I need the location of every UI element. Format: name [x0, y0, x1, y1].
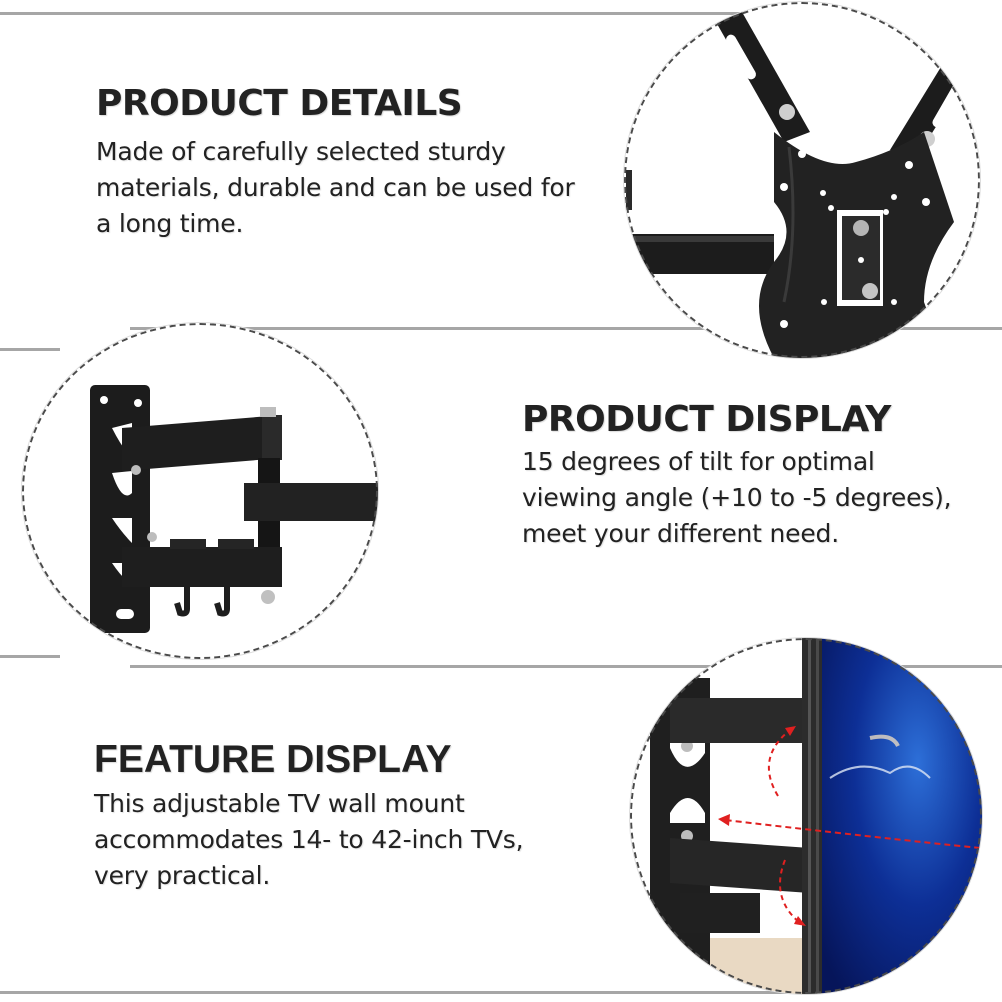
product-image-arm	[22, 323, 378, 659]
divider-bottom	[0, 991, 820, 994]
description-line: materials, durable and can be used for	[96, 173, 575, 202]
description-line: This adjustable TV wall mount	[94, 789, 465, 818]
product-image-installed	[630, 638, 982, 994]
mount-plate-illustration	[624, 2, 980, 358]
swivel-arm-illustration	[22, 323, 378, 659]
description-line: meet your different need.	[522, 519, 839, 548]
divider-section1-right	[130, 327, 1002, 330]
description-line: viewing angle (+10 to -5 degrees),	[522, 483, 952, 512]
section-feature-display: FEATURE DISPLAY This adjustable TV wall …	[94, 738, 524, 894]
section-title: PRODUCT DISPLAY	[522, 399, 891, 440]
section-description: Made of carefully selected sturdy materi…	[96, 134, 575, 242]
description-line: accommodates 14- to 42-inch TVs,	[94, 825, 524, 854]
divider-section2-right	[130, 665, 1002, 668]
section-description: 15 degrees of tilt for optimal viewing a…	[522, 444, 952, 552]
section-title: PRODUCT DETAILS	[96, 83, 463, 124]
divider-top	[0, 12, 760, 15]
section-description: This adjustable TV wall mount accommodat…	[94, 786, 524, 894]
section-product-display: PRODUCT DISPLAY 15 degrees of tilt for o…	[522, 398, 952, 552]
section-title: FEATURE DISPLAY	[94, 738, 452, 781]
section-product-details: PRODUCT DETAILS Made of carefully select…	[96, 82, 575, 242]
description-line: 15 degrees of tilt for optimal	[522, 447, 875, 476]
installed-mount-illustration	[630, 638, 982, 994]
description-line: very practical.	[94, 861, 271, 890]
description-line: Made of carefully selected sturdy	[96, 137, 506, 166]
description-line: a long time.	[96, 209, 244, 238]
product-image-plate	[624, 2, 980, 358]
